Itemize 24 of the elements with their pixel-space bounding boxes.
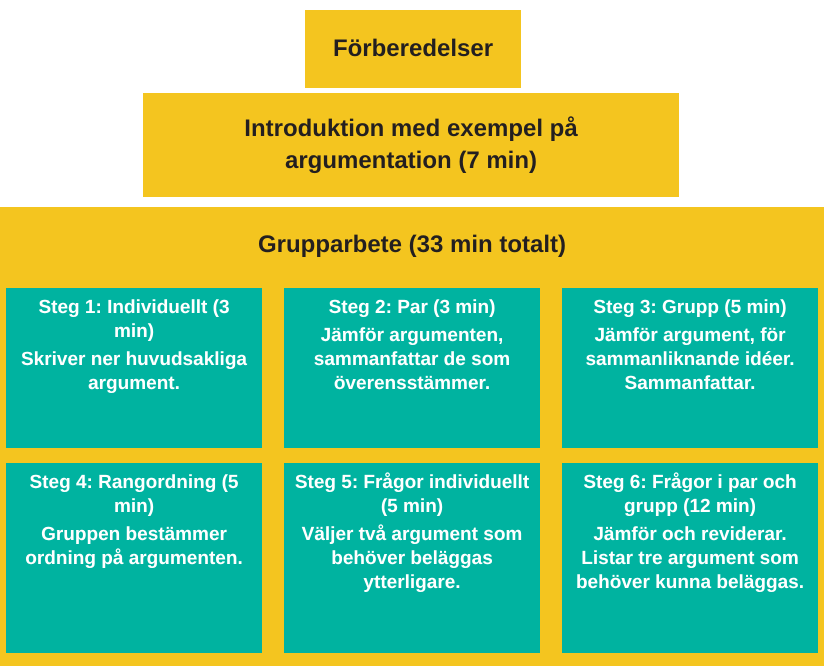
step-card [562, 463, 818, 653]
step-heading: Steg 5: Frågor individuellt (5 min) [294, 471, 530, 519]
step-description: Gruppen bestämmer ordning på argumenten. [24, 523, 244, 571]
step-card [6, 463, 262, 653]
step-heading: Steg 1: Individuellt (3 min) [37, 296, 231, 344]
section-band [0, 207, 824, 666]
stage-box [305, 10, 521, 88]
step-heading: Steg 6: Frågor i par och grupp (12 min) [582, 471, 798, 519]
section-title: Grupparbete (33 min totalt) [258, 230, 566, 260]
step-card [562, 288, 818, 448]
step-heading: Steg 4: Rangordning (5 min) [28, 471, 240, 519]
step-description: Väljer två argument som behöver beläggas ytterligare. [300, 523, 524, 595]
step-heading: Steg 2: Par (3 min) [328, 296, 496, 320]
step-card [284, 463, 540, 653]
step-description: Jämför och reviderar. Listar tre argument som behöver kunna beläggas. [574, 523, 806, 595]
step-heading: Steg 3: Grupp (5 min) [593, 296, 787, 320]
step-card [284, 288, 540, 448]
stage-box [143, 93, 679, 197]
step-description: Jämför argument, för sammanliknande idéer. Sammanfattar. [584, 324, 796, 396]
step-description: Jämför argumenten, sammanfattar de som överensstämmer. [312, 324, 512, 396]
step-description: Skriver ner huvudsakliga argument. [20, 348, 248, 396]
step-card [6, 288, 262, 448]
stage-title: Förberedelser [332, 34, 494, 64]
stage-title: Introduktion med exempel på argumentation (7 min) [243, 114, 579, 176]
